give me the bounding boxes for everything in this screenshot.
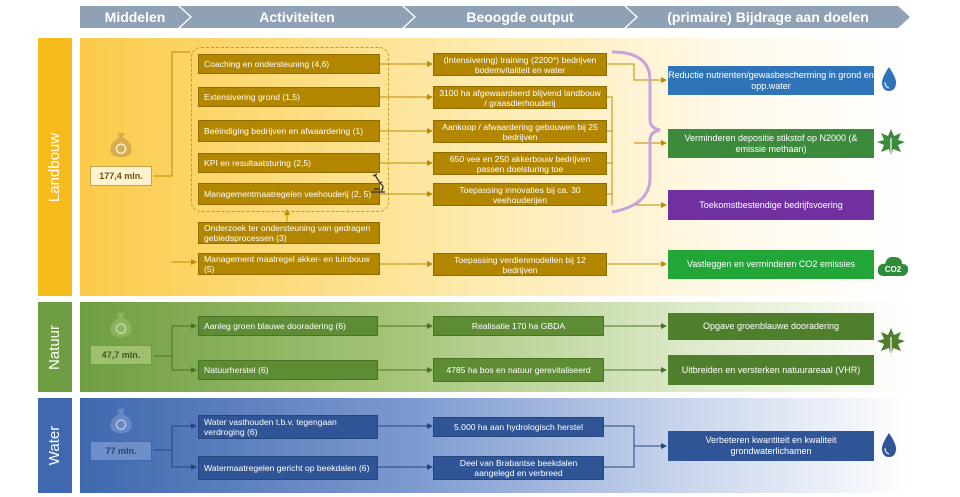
activity-management-veehouderij: Managementmaatregelen veehouderij (2, 5) xyxy=(198,183,380,205)
water-budget: 77 mln. xyxy=(90,441,152,461)
activity-water-vasthouden: Water vasthouden t.b.v. tegengaan verdro… xyxy=(198,415,378,439)
goal-stikstof: Verminderen depositie stikstof op N2000 … xyxy=(668,129,874,158)
output-innovaties: Toepassing innovaties bij ca. 30 veehoud… xyxy=(433,183,607,206)
output-training: (Intensivering) training (2200*) bedrijv… xyxy=(433,53,607,76)
water-drop-icon xyxy=(881,67,897,91)
output-verdienmodellen: Toepassing verdienmodellen bij 12 bedrij… xyxy=(433,253,607,276)
output-gbda: Realisatie 170 ha GBDA xyxy=(433,316,604,336)
goal-natuurareaal: Uitbreiden en versterken natuurareaal (V… xyxy=(668,355,874,385)
activity-natuurherstel: Natuurherstel (6) xyxy=(198,360,378,380)
landbouw-label: Landbouw xyxy=(38,38,72,296)
money-bag-icon xyxy=(110,408,132,434)
activity-beeindiging: Beëindiging bedrijven en afwaardering (1… xyxy=(198,120,380,142)
activity-extensivering: Extensivering grond (1,5) xyxy=(198,87,380,107)
water-label: Water xyxy=(38,398,72,493)
landbouw-budget: 177,4 mln. xyxy=(90,166,152,186)
output-bos-natuur: 4785 ha bos en natuur gerevitaliseerd xyxy=(433,358,604,382)
activity-management-akkerbouw: Management maatregel akker- en tuinbouw … xyxy=(198,253,380,275)
microscope-icon xyxy=(371,173,385,193)
money-bag-icon xyxy=(110,132,132,158)
goal-co2: Vastleggen en verminderen CO2 emissies xyxy=(668,250,874,279)
activity-groen-blauwe-dooradering: Aanleg groen blauwe dooradering (6) xyxy=(198,316,378,336)
output-afgewaardeerd: 3100 ha afgewaardeerd blijvend landbouw … xyxy=(433,86,607,109)
output-doelsturing: 650 vee en 250 akkerbouw bedrijven passe… xyxy=(433,152,607,175)
activity-coaching: Coaching en ondersteuning (4,6) xyxy=(198,54,380,74)
header-beoogde-output: Beoogde output xyxy=(404,6,636,28)
header-bijdrage-doelen: (primaire) Bijdrage aan doelen xyxy=(626,6,910,28)
svg-text:CO2: CO2 xyxy=(885,265,902,274)
natuur-label: Natuur xyxy=(38,302,72,392)
activity-onderzoek: Onderzoek ter ondersteuning van gedragen… xyxy=(198,222,380,244)
goal-toekomstbestendig: Toekomstbestendige bedrijfsvoering xyxy=(668,190,874,220)
landbouw-activity-group xyxy=(191,47,389,212)
natuur-budget: 47,7 mln. xyxy=(90,345,152,365)
leaf-icon xyxy=(877,129,905,157)
goal-reductie-nutrienten: Reductie nutrienten/gewasbescherming in … xyxy=(668,66,874,95)
water-drop-icon xyxy=(881,433,897,457)
money-bag-icon xyxy=(110,312,132,338)
activity-watermaatregelen-beekdalen: Watermaatregelen gericht op beekdalen (6… xyxy=(198,456,378,480)
leaf-icon xyxy=(877,328,905,356)
output-beekdalen: Deel van Brabantse beekdalen aangelegd e… xyxy=(433,456,604,480)
output-aankoop: Aankoop / afwaardering gebouwen bij 25 b… xyxy=(433,120,607,143)
co2-cloud-icon: CO2 xyxy=(877,256,909,276)
activity-kpi: KPI en resultaatsturing (2,5) xyxy=(198,153,380,173)
header-middelen: Middelen xyxy=(80,6,190,28)
goal-groenblauwe-dooradering: Opgave groenblauwe dooradering xyxy=(668,313,874,340)
header-activiteiten: Activiteiten xyxy=(180,6,414,28)
goal-grondwaterlichamen: Verbeteren kwantiteit en kwaliteit grond… xyxy=(668,431,874,461)
output-hydrologisch-herstel: 5.000 ha aan hydrologisch herstel xyxy=(433,417,604,437)
